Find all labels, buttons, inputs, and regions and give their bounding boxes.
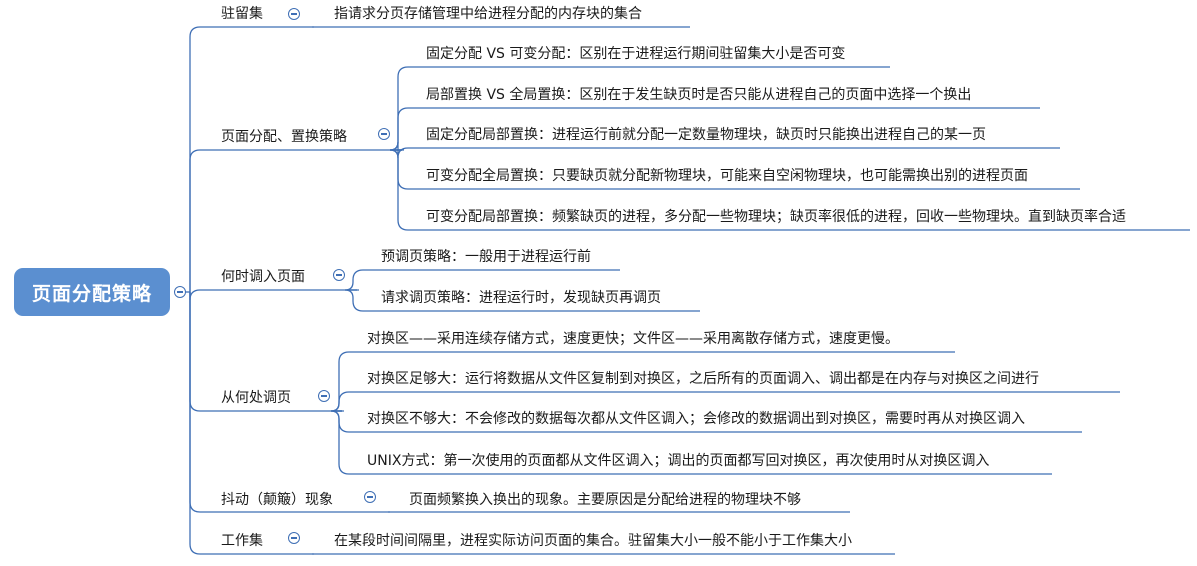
leaf-label: 可变分配全局置换：只要缺页就分配新物理块，可能来自空闲物理块，也可能需换出别的进… (426, 168, 1028, 184)
leaf-connector (389, 149, 1190, 231)
root-node[interactable]: 页面分配策略 (14, 268, 170, 316)
leaf-label: 预调页策略：一般用于进程运行前 (381, 249, 591, 265)
leaf-label: 可变分配局部置换：频繁缺页的进程，多分配一些物理块；缺页率很低的进程，回收一些物… (426, 209, 1126, 225)
leaf-label: 请求调页策略：进程运行时，发现缺页再调页 (381, 290, 661, 306)
leaf-label: 对换区——采用连续存储方式，速度更快；文件区——采用离散存储方式，速度更慢。 (367, 331, 899, 347)
branch-label: 抖动（颠簸）现象 (221, 492, 333, 508)
leaf-connector (330, 391, 1120, 412)
leaf-connector (330, 410, 1052, 475)
root-label: 页面分配策略 (31, 282, 152, 305)
branch-connector (189, 149, 404, 292)
leaf-label: UNIX方式：第一次使用的页面都从文件区调入；调出的页面都写回对换区，再次使用时… (367, 453, 990, 469)
branch-connector (189, 289, 359, 301)
branch-label: 工作集 (221, 533, 263, 549)
leaf-connector (389, 141, 1060, 159)
collapse-icon[interactable] (378, 128, 390, 140)
collapse-icon[interactable] (288, 532, 300, 544)
leaf-label: 在某段时间间隔里，进程实际访问页面的集合。驻留集大小一般不能小于工作集大小 (334, 533, 852, 549)
leaf-label: 指请求分页存储管理中给进程分配的内存块的集合 (334, 6, 642, 22)
root-collapse-icon[interactable] (174, 286, 186, 298)
branch-connector (189, 292, 314, 555)
branch-label: 驻留集 (221, 6, 263, 22)
leaf-label: 页面频繁换入换出的现象。主要原因是分配给进程的物理块不够 (409, 492, 801, 508)
collapse-icon[interactable] (318, 390, 330, 402)
branch-label: 何时调入页面 (221, 269, 305, 285)
collapse-icon[interactable] (364, 491, 376, 503)
leaf-label: 局部置换 VS 全局置换：区别在于发生缺页时是否只能从进程自己的页面中选择一个换… (426, 87, 972, 103)
branch-connector (189, 26, 314, 292)
collapse-icon[interactable] (333, 269, 345, 281)
leaf-label: 固定分配局部置换：进程运行前就分配一定数量物理块，缺页时只能换出进程自己的某一页 (426, 127, 986, 143)
leaf-connector (344, 289, 700, 312)
branch-label: 页面分配、置换策略 (221, 129, 347, 145)
leaf-label: 固定分配 VS 可变分配：区别在于进程运行期间驻留集大小是否可变 (426, 46, 846, 62)
leaf-label: 对换区不够大：不会修改的数据每次都从文件区调入；会修改的数据调出到对换区，需要时… (367, 411, 1025, 427)
branch-label: 从何处调页 (221, 390, 291, 406)
collapse-icon[interactable] (288, 8, 300, 20)
leaf-connector (344, 269, 620, 291)
leaf-label: 对换区足够大：运行将数据从文件区复制到对换区，之后所有的页面调入、调出都是在内存… (367, 371, 1039, 387)
